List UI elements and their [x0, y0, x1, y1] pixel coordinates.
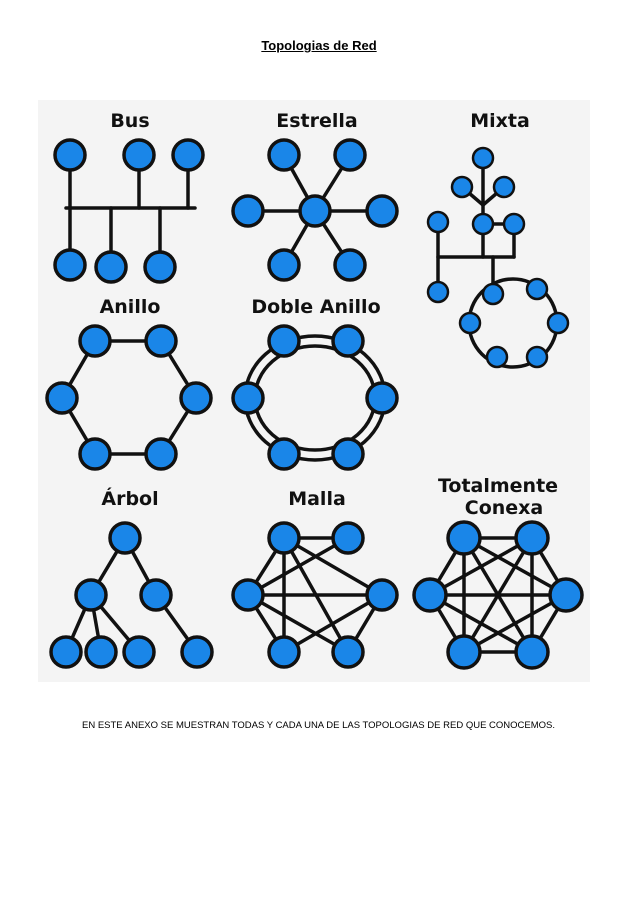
conexa-node-5 [446, 634, 482, 670]
mixta-ring-node-4 [525, 345, 549, 369]
arbol-node-3 [139, 578, 173, 612]
estrella-node-5 [267, 248, 301, 282]
malla-node-3 [231, 578, 265, 612]
label-arbol: Árbol [101, 487, 158, 510]
mixta-topology: Mixta [426, 110, 570, 369]
malla-node-5 [267, 635, 301, 669]
anillo-topology: Anillo [45, 296, 213, 471]
page-title: Topologias de Red [261, 38, 377, 53]
doble-anillo-node-3 [365, 381, 399, 415]
conexa-node-4 [514, 634, 550, 670]
anillo-node-4 [144, 437, 178, 471]
mixta-node-3 [492, 175, 516, 199]
doble-anillo-node-4 [331, 437, 365, 471]
bus-topology: Bus [53, 110, 205, 284]
mixta-node-1 [471, 146, 495, 170]
conexa-node-2 [514, 520, 550, 556]
conexa-node-1 [446, 520, 482, 556]
anillo-node-6 [45, 381, 79, 415]
label-mixta: Mixta [470, 110, 530, 132]
mixta-node-7 [426, 280, 450, 304]
label-doble-anillo: Doble Anillo [251, 296, 380, 318]
label-conexa: Conexa [465, 497, 544, 519]
mixta-node-5 [471, 212, 495, 236]
caption-text: EN ESTE ANEXO SE MUESTRAN TODAS Y CADA U… [82, 720, 556, 731]
malla-node-2 [331, 521, 365, 555]
doble-anillo-node-5 [267, 437, 301, 471]
mixta-node-6 [502, 212, 526, 236]
malla-node-4 [365, 578, 399, 612]
network-topologies-figure: Bus Estrella Mixta [38, 100, 590, 682]
arbol-leaf-2 [84, 635, 118, 669]
doble-anillo-topology: Doble Anillo [231, 296, 399, 471]
anillo-node-1 [78, 324, 112, 358]
mixta-ring-node-2 [525, 277, 549, 301]
label-bus: Bus [110, 110, 149, 132]
estrella-node-3 [231, 194, 265, 228]
mixta-ring-node-6 [458, 311, 482, 335]
mixta-node-2 [450, 175, 474, 199]
malla-node-6 [331, 635, 365, 669]
anillo-node-3 [179, 381, 213, 415]
label-estrella: Estrella [276, 110, 357, 132]
bus-node-1 [53, 138, 87, 172]
mixta-node-4 [426, 210, 450, 234]
bus-node-5 [94, 250, 128, 284]
label-anillo: Anillo [100, 296, 161, 318]
arbol-leaf-1 [49, 635, 83, 669]
bus-node-3 [171, 138, 205, 172]
arbol-leaf-4 [180, 635, 214, 669]
estrella-topology: Estrella [231, 110, 399, 282]
mixta-ring-node-1 [481, 282, 505, 306]
arbol-root-node [108, 521, 142, 555]
malla-node-1 [267, 521, 301, 555]
mixta-ring-node-5 [485, 345, 509, 369]
bus-node-2 [122, 138, 156, 172]
mixta-ring-node-3 [546, 311, 570, 335]
doble-anillo-node-1 [267, 324, 301, 358]
anillo-node-5 [78, 437, 112, 471]
conexa-node-6 [412, 577, 448, 613]
arbol-leaf-3 [122, 635, 156, 669]
estrella-node-6 [333, 248, 367, 282]
estrella-hub [298, 194, 332, 228]
anillo-node-2 [144, 324, 178, 358]
label-totalmente: Totalmente [438, 475, 558, 497]
arbol-node-2 [74, 578, 108, 612]
label-malla: Malla [288, 488, 346, 510]
doble-anillo-node-2 [331, 324, 365, 358]
estrella-node-1 [267, 138, 301, 172]
malla-topology: Malla [231, 488, 399, 669]
totalmente-conexa-topology: Totalmente Conexa [412, 475, 584, 670]
estrella-node-2 [333, 138, 367, 172]
bus-node-4 [53, 248, 87, 282]
conexa-node-3 [548, 577, 584, 613]
topologies-diagram: Bus Estrella Mixta [45, 110, 584, 670]
bus-node-6 [143, 250, 177, 284]
doble-anillo-node-6 [231, 381, 265, 415]
estrella-node-4 [365, 194, 399, 228]
arbol-topology: Árbol [49, 487, 214, 669]
